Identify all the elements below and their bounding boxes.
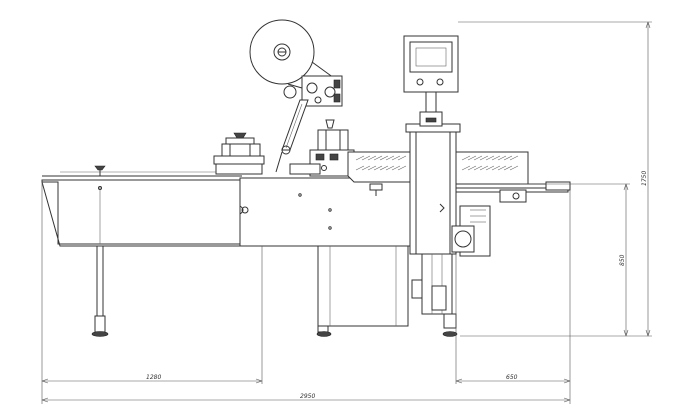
infeed-conveyor bbox=[41, 165, 242, 337]
film-reel bbox=[249, 19, 335, 89]
guard-left bbox=[347, 151, 413, 196]
control-panel bbox=[403, 35, 459, 127]
dim-label-1750: 1750 bbox=[641, 171, 648, 186]
feed-station bbox=[213, 132, 265, 175]
dim-label-650: 650 bbox=[506, 374, 518, 381]
base-frame bbox=[239, 177, 411, 337]
unwind-arm bbox=[275, 75, 343, 173]
outfeed-conveyor bbox=[451, 181, 571, 257]
main-column bbox=[405, 123, 461, 337]
sealing-unit bbox=[289, 119, 355, 177]
dim-label-850: 850 bbox=[619, 254, 626, 266]
dim-label-2950: 2950 bbox=[300, 393, 315, 400]
dimension-lines bbox=[41, 21, 652, 404]
dim-label-1280: 1280 bbox=[146, 374, 161, 381]
